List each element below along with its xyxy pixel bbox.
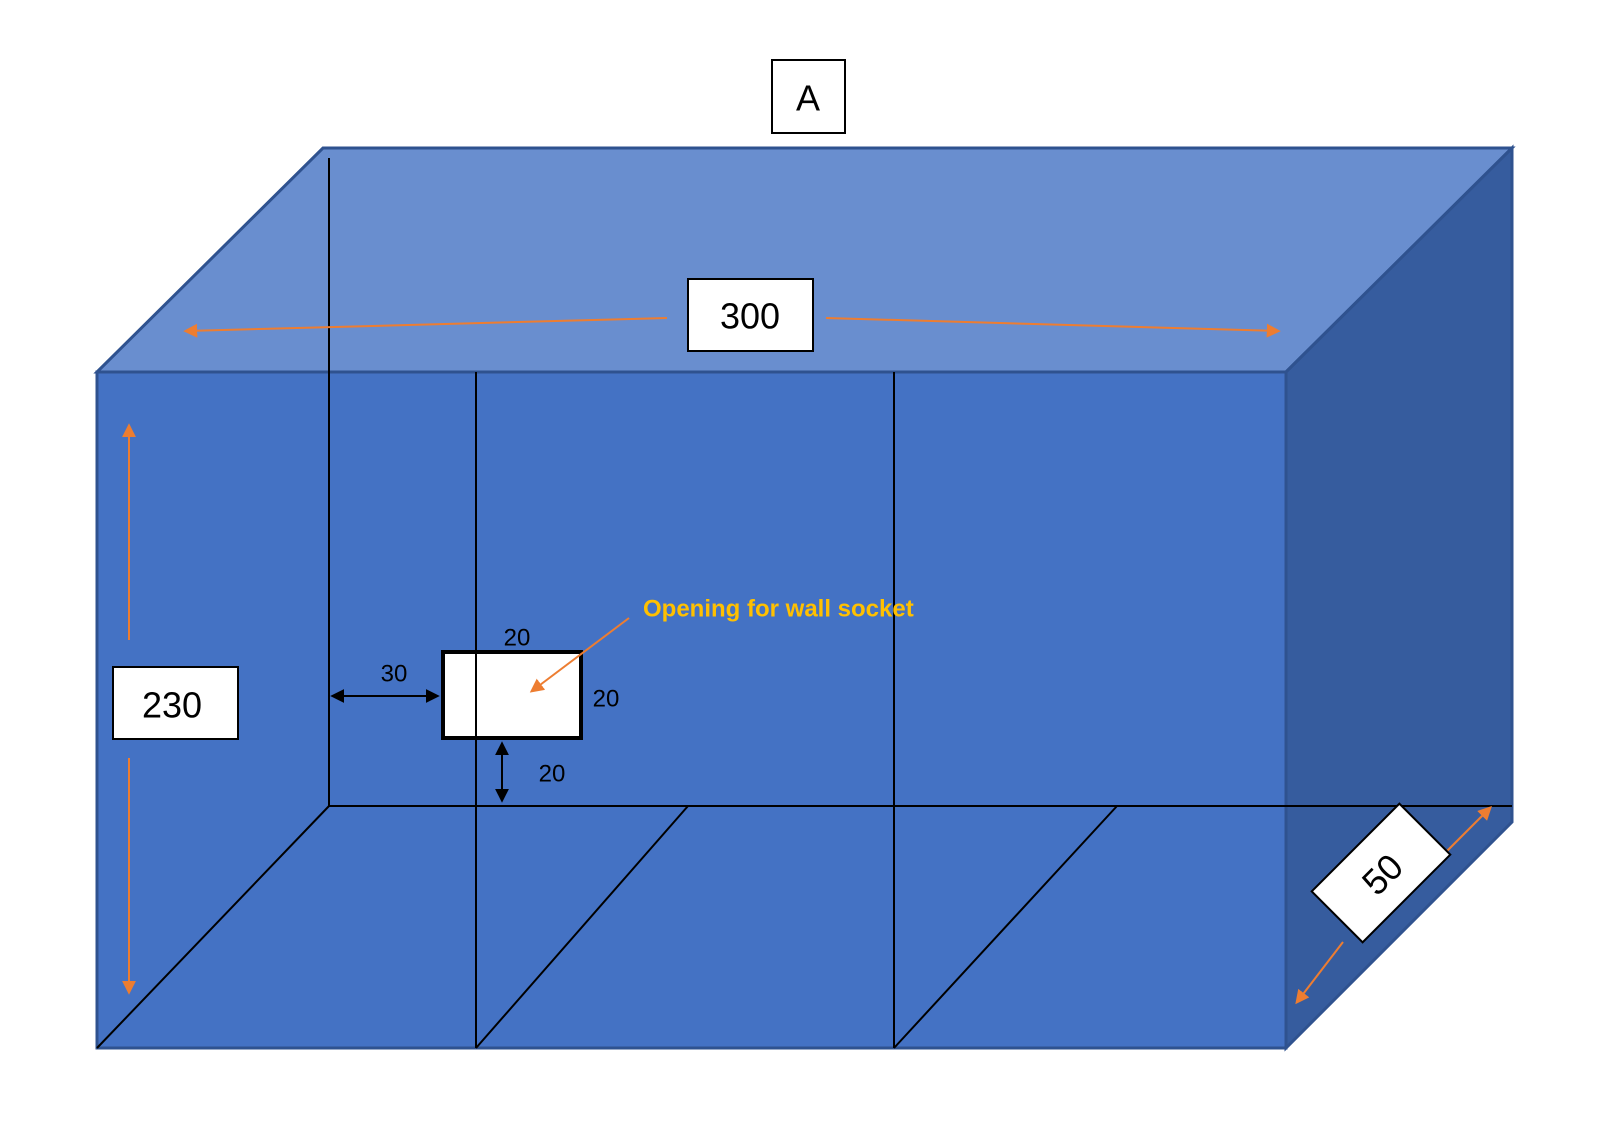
depth-dimension: 50: [1295, 802, 1492, 1005]
depth-arrow-down: [1295, 941, 1344, 1005]
depth-arrow-up: [1441, 806, 1492, 857]
socket-opening-box: [441, 650, 583, 740]
socket-width-label: 20: [504, 625, 531, 652]
width-arrow-right: [825, 317, 1281, 338]
title-label: A: [796, 78, 820, 119]
width-label-box: [687, 278, 814, 352]
cabinet-front-face: [95, 370, 1288, 1050]
floor-middle-diagonal: [475, 805, 689, 1049]
height-label-box: [112, 666, 239, 740]
socket-annotation-arrow: [529, 617, 630, 693]
height-label: 230: [142, 685, 202, 726]
width-label: 300: [720, 296, 780, 337]
socket-left-offset-label: 30: [381, 661, 408, 688]
height-dimension: 230: [112, 423, 239, 995]
width-dimension: 300: [183, 278, 1281, 352]
socket-annotation: Opening for wall socket: [643, 596, 914, 623]
socket-opening: 20 20 30 20 Opening for wall socket: [330, 596, 914, 803]
width-arrow-left: [183, 317, 668, 338]
socket-height-label: 20: [593, 686, 620, 713]
depth-label-box: [1310, 802, 1452, 944]
socket-bottom-offset-label: 20: [539, 761, 566, 788]
title-label-box: [771, 59, 846, 134]
floor-right-diagonal: [893, 805, 1118, 1049]
floor-left-diagonal: [96, 805, 330, 1049]
